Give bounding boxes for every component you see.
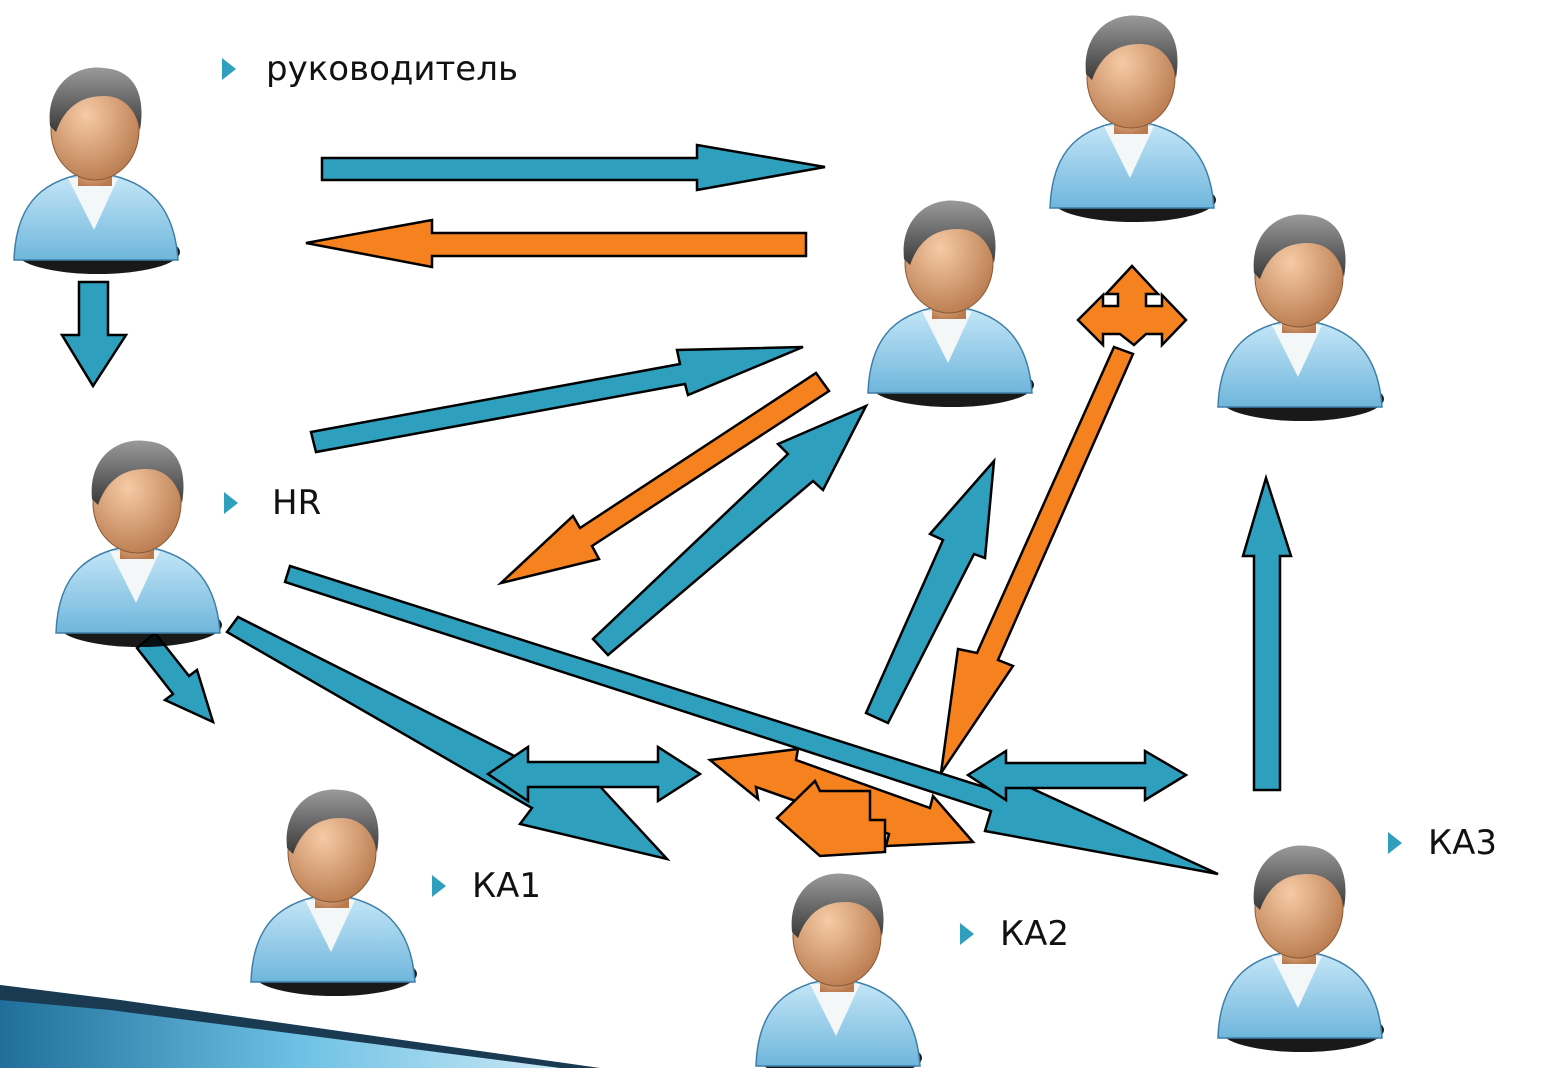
four-way-arrow — [1076, 264, 1188, 349]
arrow-hr-to-ka2 — [225, 615, 671, 862]
decorative-ribbon — [0, 985, 600, 1068]
triangle-bullet-icon — [432, 875, 446, 897]
label-hr-text: HR — [272, 483, 321, 523]
arrow-hr-to-ka3 — [283, 564, 1219, 876]
triangle-bullet-icon — [1388, 832, 1402, 854]
arrow-ka2-ka3 — [965, 748, 1189, 803]
person-icon-ka1 — [250, 788, 418, 997]
arrow-manager-to-hr — [59, 280, 129, 389]
arrow-ka2-to-right — [864, 457, 996, 725]
person-icon-hr — [55, 439, 223, 648]
arrow-center-to-middle — [496, 371, 831, 586]
arrow-hr-to-center — [309, 345, 804, 454]
arrow-manager-to-top — [320, 143, 826, 192]
label-ka3: КА3 — [1388, 823, 1497, 863]
label-ka3-text: КА3 — [1428, 823, 1497, 863]
label-manager-text: руководитель — [266, 49, 518, 89]
person-icon-manager — [13, 66, 181, 275]
triangle-bullet-icon — [224, 492, 238, 514]
person-icon-right — [1217, 213, 1385, 422]
label-ka2: КА2 — [960, 914, 1069, 954]
arrow-cross-to-ka2 — [939, 345, 1135, 774]
arrow-orange-double-lower — [775, 778, 887, 858]
arrow-ka3-to-right — [1241, 473, 1293, 792]
arrow-top-to-manager — [305, 218, 808, 269]
label-hr: HR — [224, 483, 321, 523]
triangle-bullet-icon — [960, 923, 974, 945]
label-manager: руководитель — [222, 49, 518, 89]
person-icon-center — [867, 199, 1035, 408]
triangle-bullet-icon — [222, 58, 236, 80]
person-icon-top — [1049, 14, 1217, 223]
arrow-ka1-ka2 — [485, 744, 703, 804]
label-ka1: КА1 — [432, 866, 541, 906]
person-icon-ka2 — [755, 872, 923, 1068]
label-ka2-text: КА2 — [1000, 914, 1069, 954]
label-ka1-text: КА1 — [472, 866, 541, 906]
arrow-middle-to-center — [591, 403, 869, 657]
person-icon-ka3 — [1217, 844, 1385, 1053]
